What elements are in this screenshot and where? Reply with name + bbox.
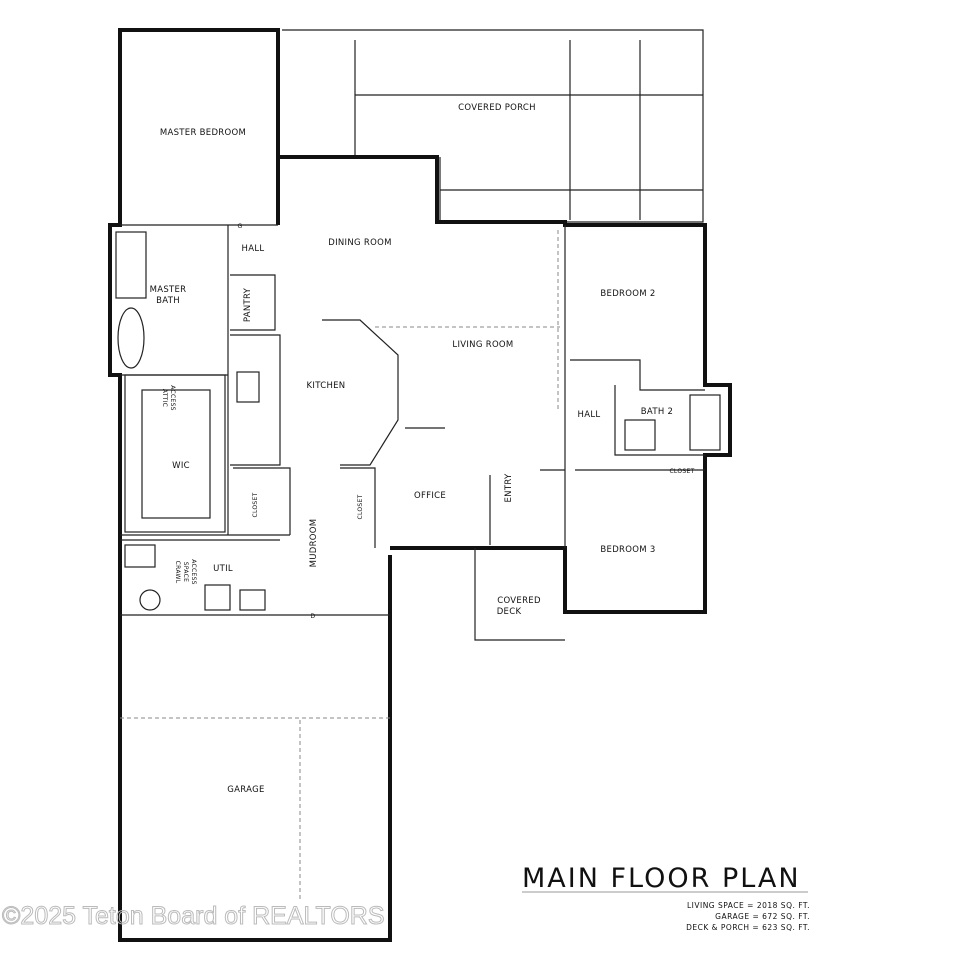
label-covered-deck-2: DECK [497, 607, 522, 617]
watermark: ©2025 Teton Board of REALTORS [2, 902, 385, 930]
area-living: LIVING SPACE = 2018 SQ. FT. [687, 901, 810, 910]
exterior-walls [108, 28, 732, 942]
label-bath-2: BATH 2 [641, 407, 673, 417]
area-garage: GARAGE = 672 SQ. FT. [715, 912, 810, 921]
label-covered-porch: COVERED PORCH [458, 103, 536, 113]
plan-title: MAIN FLOOR PLAN [522, 863, 801, 894]
room-labels: MASTER BEDROOM COVERED PORCH HALL DINING… [150, 103, 695, 795]
label-closet-1: CLOSET [252, 492, 259, 517]
label-master-bedroom: MASTER BEDROOM [160, 128, 246, 138]
label-gas: G [238, 223, 243, 230]
label-office: OFFICE [414, 491, 446, 501]
label-covered-deck: COVERED [497, 596, 541, 606]
label-wic: WIC [172, 461, 190, 471]
label-crawl-space: SPACE [182, 562, 189, 583]
label-mudroom: MUDROOM [309, 519, 319, 568]
label-bedroom-2: BEDROOM 2 [600, 289, 655, 299]
label-kitchen: KITCHEN [307, 381, 346, 391]
label-entry: ENTRY [504, 473, 514, 502]
label-attic: ATTIC [161, 389, 168, 407]
label-master-bath-2: BATH [156, 296, 180, 306]
label-closet-bedroom: CLOSET [669, 468, 694, 475]
area-deck-porch: DECK & PORCH = 623 SQ. FT. [686, 923, 810, 932]
label-master-bath: MASTER [150, 285, 187, 295]
label-hall-2: HALL [578, 410, 601, 420]
label-garage: GARAGE [227, 785, 264, 795]
label-bedroom-3: BEDROOM 3 [600, 545, 655, 555]
label-crawl-access: ACCESS [190, 559, 197, 585]
label-crawl: CRAWL [174, 561, 181, 584]
covered-porch-outline [282, 29, 704, 223]
label-dryer: D [311, 613, 316, 620]
label-living-room: LIVING ROOM [452, 340, 513, 350]
label-hall: HALL [242, 244, 265, 254]
label-attic-access: ACCESS [169, 385, 176, 411]
label-dining-room: DINING ROOM [328, 238, 392, 248]
label-pantry: PANTRY [243, 287, 253, 322]
dashed-lines [120, 230, 560, 900]
interior-walls [115, 224, 721, 641]
label-closet-2: CLOSET [357, 494, 364, 519]
label-util: UTIL [213, 564, 233, 574]
